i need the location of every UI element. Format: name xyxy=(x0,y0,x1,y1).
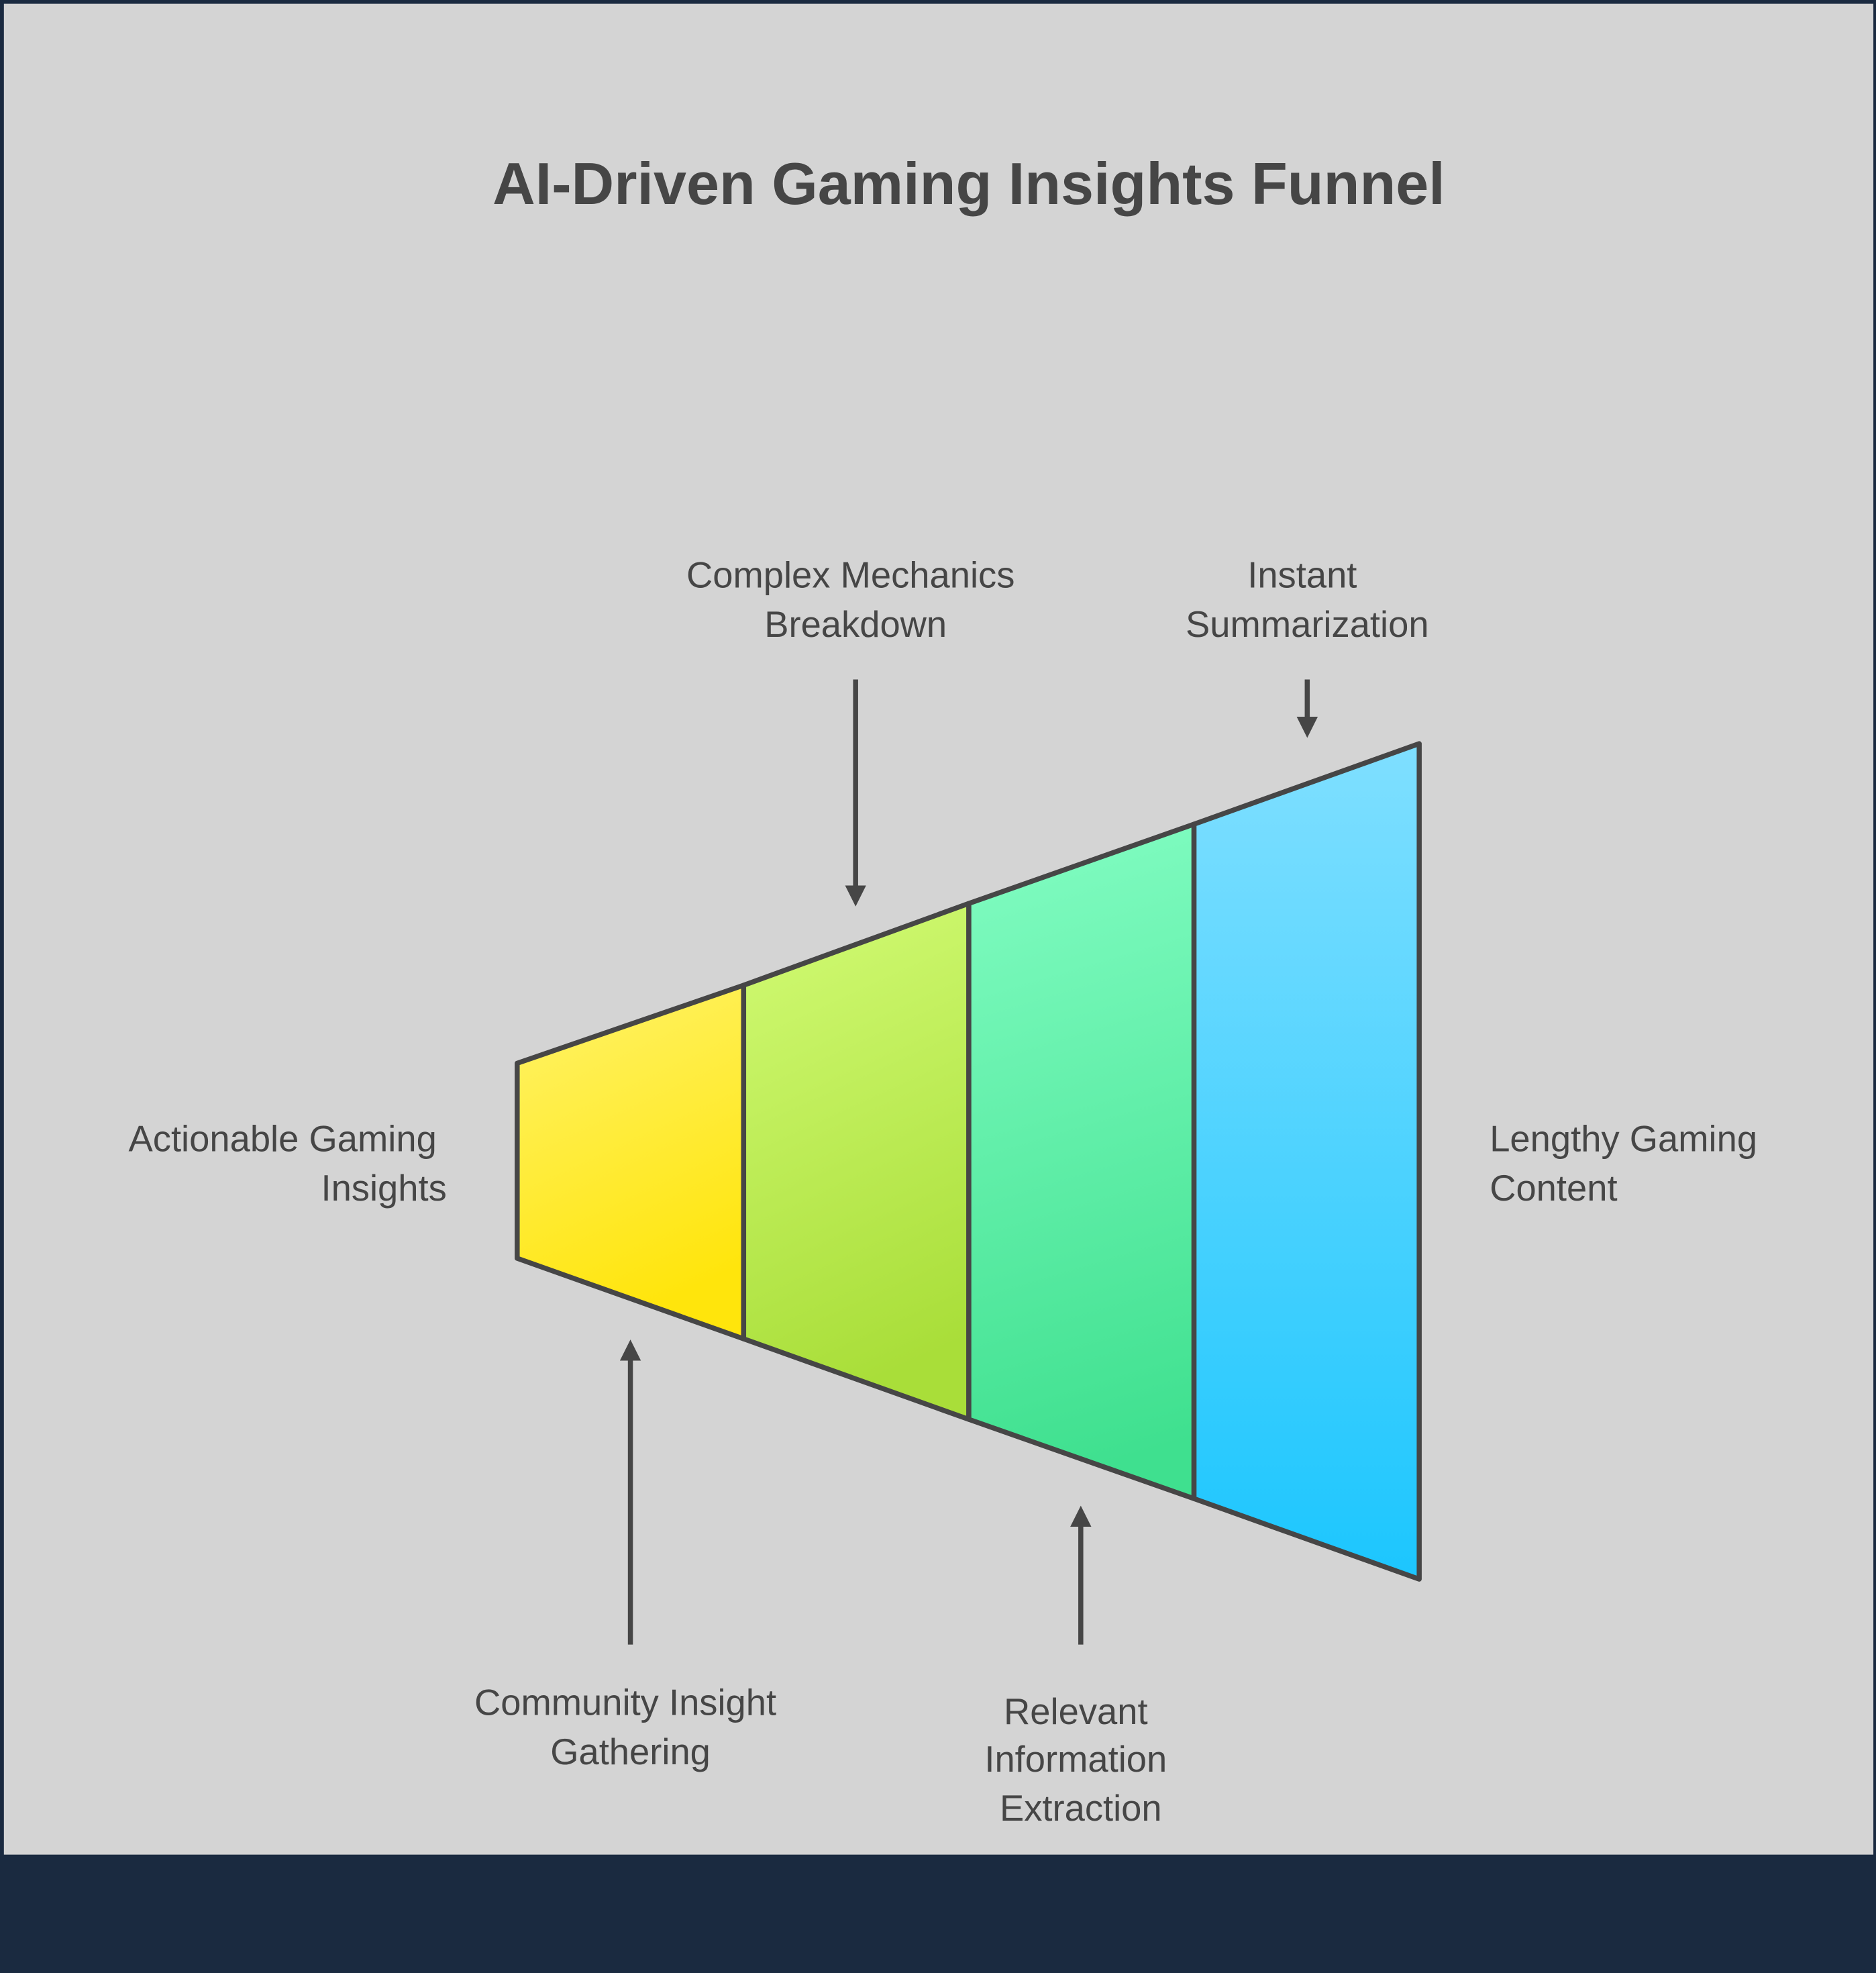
funnel-stage-2 xyxy=(741,901,972,1422)
label-relevant-line2: Information xyxy=(984,1739,1167,1780)
label-complex-line1: Complex Mechanics xyxy=(686,555,1014,596)
label-lengthy-line2: Content xyxy=(1490,1168,1617,1209)
label-actionable-line1: Actionable Gaming xyxy=(129,1119,437,1160)
label-community-line2: Gathering xyxy=(550,1731,711,1772)
label-actionable-line2: Insights xyxy=(321,1168,446,1209)
label-instant-line1: Instant xyxy=(1247,555,1357,596)
label-community-line1: Community Insight xyxy=(474,1682,776,1723)
funnel-stage-3 xyxy=(966,821,1197,1501)
funnel-stage-4 xyxy=(1191,741,1422,1582)
label-instant-line2: Summarization xyxy=(1186,604,1429,645)
label-relevant-line1: Relevant xyxy=(1004,1691,1148,1732)
label-lengthy-line1: Lengthy Gaming xyxy=(1490,1119,1757,1160)
diagram-title: AI-Driven Gaming Insights Funnel xyxy=(492,150,1445,217)
footer-bar xyxy=(0,1854,1876,1973)
label-complex-line2: Breakdown xyxy=(764,604,947,645)
label-relevant-line3: Extraction xyxy=(1000,1788,1162,1829)
